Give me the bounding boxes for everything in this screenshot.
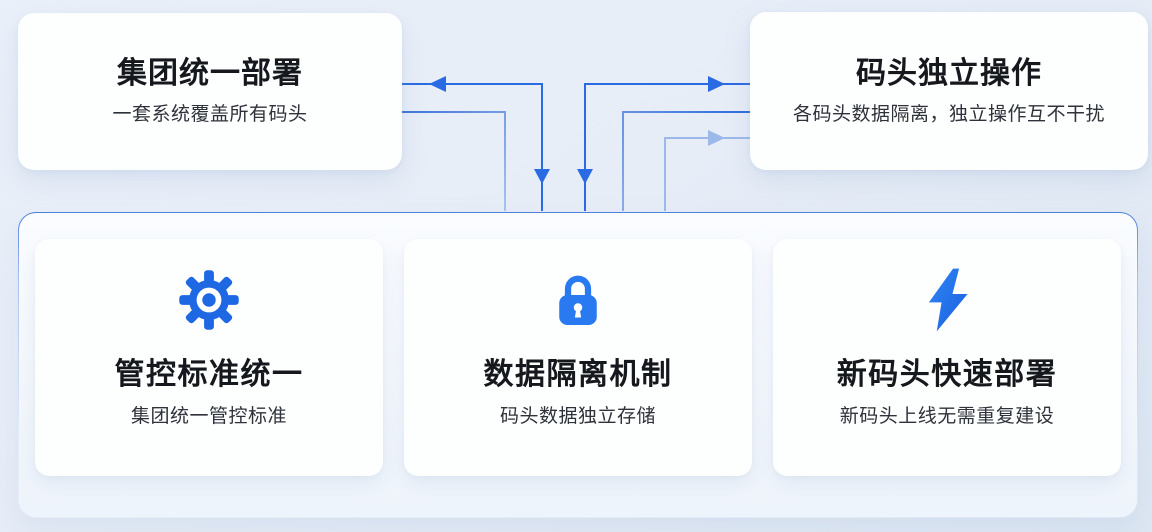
card-group-unified-deploy: 集团统一部署 一套系统覆盖所有码头: [18, 13, 402, 170]
card-subtitle: 一套系统覆盖所有码头: [112, 104, 308, 125]
feature-subtitle: 集团统一管控标准: [130, 406, 287, 427]
card-control-standard-unified: 管控标准统一 集团统一管控标准: [35, 239, 383, 476]
card-title: 码头独立操作: [856, 56, 1042, 90]
card-terminal-independent-ops: 码头独立操作 各码头数据隔离，独立操作互不干扰: [750, 12, 1148, 170]
lightning-icon: [914, 266, 980, 334]
arrowhead-down-icon: [577, 169, 593, 184]
arrowhead-down-icon: [534, 169, 550, 184]
feature-subtitle: 新码头上线无需重复建设: [839, 406, 1055, 427]
lock-icon: [545, 266, 611, 334]
feature-title: 数据隔离机制: [483, 358, 673, 391]
feature-subtitle: 码头数据独立存储: [499, 406, 656, 427]
gear-icon: [176, 266, 242, 334]
arrowhead-left-icon: [429, 76, 446, 92]
card-new-terminal-fast-deploy: 新码头快速部署 新码头上线无需重复建设: [773, 239, 1121, 476]
card-title: 集团统一部署: [117, 57, 303, 90]
card-data-isolation-mechanism: 数据隔离机制 码头数据独立存储: [404, 239, 752, 476]
arrowhead-right-light-icon: [708, 130, 725, 146]
arrowhead-right-icon: [708, 76, 725, 92]
feature-title: 管控标准统一: [114, 358, 304, 391]
feature-title: 新码头快速部署: [836, 358, 1058, 391]
feature-panel: 管控标准统一 集团统一管控标准 数据隔离机制 码头数据独立存储: [18, 212, 1138, 518]
card-subtitle: 各码头数据隔离，独立操作互不干扰: [792, 103, 1105, 125]
